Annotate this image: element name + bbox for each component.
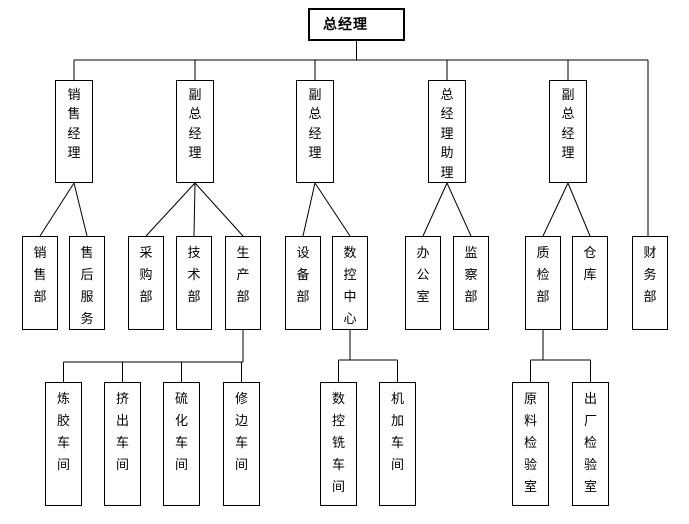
node-machining-workshop: 机加车间 <box>379 382 416 506</box>
node-equipment-dept: 设备部 <box>285 236 321 330</box>
node-finance-dept: 财务部 <box>632 236 668 330</box>
node-technology-dept: 技术部 <box>176 236 212 330</box>
node-warehouse: 仓库 <box>572 236 608 330</box>
node-extrusion-workshop: 挤出车间 <box>104 382 141 506</box>
node-deputy-general-manager-3: 副总经理 <box>549 80 587 183</box>
node-deputy-general-manager-1: 副总经理 <box>176 80 214 183</box>
node-supervision-dept: 监察部 <box>453 236 489 330</box>
node-production-dept: 生产部 <box>225 236 261 330</box>
node-cnc-milling-workshop: 数控铣车间 <box>320 382 357 506</box>
node-general-manager: 总经理 <box>308 8 405 41</box>
node-raw-material-inspection-room: 原料检验室 <box>512 382 549 506</box>
node-rubber-mixing-workshop: 炼胶车间 <box>45 382 82 506</box>
node-sales-dept: 销售部 <box>22 236 58 330</box>
node-gm-assistant: 总经理助理 <box>428 80 466 183</box>
node-sales-manager: 销售经理 <box>55 80 93 183</box>
node-trimming-workshop: 修边车间 <box>223 382 260 506</box>
node-outgoing-inspection-room: 出厂检验室 <box>572 382 609 506</box>
node-after-sales-service: 售后服务 <box>69 236 105 330</box>
node-quality-inspection-dept: 质检部 <box>525 236 561 330</box>
node-cnc-center: 数控中心 <box>332 236 368 330</box>
node-office: 办公室 <box>405 236 441 330</box>
node-vulcanization-workshop: 硫化车间 <box>163 382 200 506</box>
node-deputy-general-manager-2: 副总经理 <box>296 80 334 183</box>
node-purchasing-dept: 采购部 <box>128 236 164 330</box>
